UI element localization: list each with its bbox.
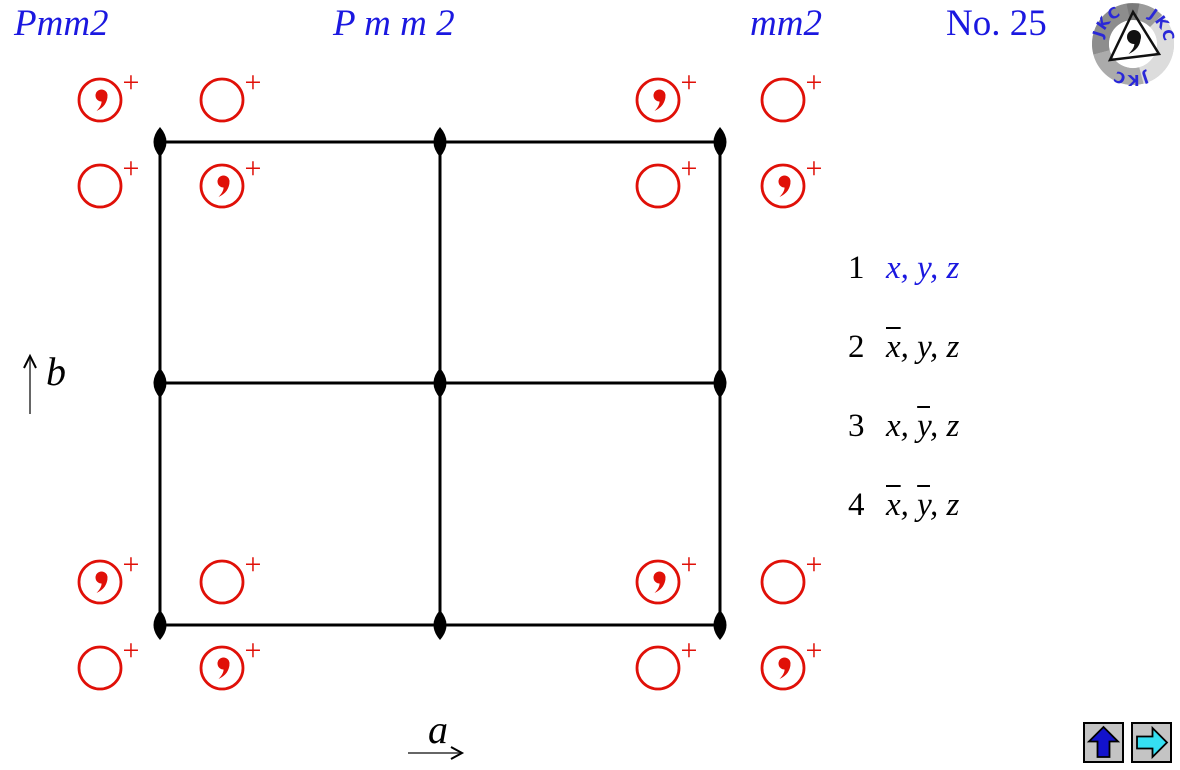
atom-comma-icon: + [635, 548, 698, 605]
position-number: 4 [848, 487, 865, 523]
plus-sign: + [245, 66, 262, 99]
plus-sign: + [806, 152, 823, 185]
plus-sign: + [806, 634, 823, 667]
position-coords: x, y, z [886, 329, 960, 365]
logo-ring-segment [1093, 49, 1144, 85]
general-positions-list: 1 x, y, z 2 x, y, z 3 x, y, z 4 x, y, z [848, 246, 959, 562]
plus-sign: + [681, 152, 698, 185]
atom-open-icon: + [760, 66, 823, 123]
space-group-symbol-spaced: P m m 2 [333, 3, 455, 44]
logo-triangle-icon [1107, 9, 1162, 62]
plus-sign: + [123, 548, 140, 581]
jkc-logo[interactable]: JKC JKC JKC [1088, 1, 1180, 89]
twofold-axis-icon [153, 610, 167, 640]
logo-ring-segment [1092, 3, 1134, 55]
space-group-symbol-condensed: Pmm2 [14, 3, 109, 44]
position-row: 2 x, y, z [848, 325, 959, 369]
atom-comma-icon: + [199, 152, 262, 209]
atom-comma-icon: + [760, 634, 823, 691]
twofold-axis-icon [153, 127, 167, 157]
atom-comma-icon: + [199, 634, 262, 691]
atom-comma-icon: + [760, 152, 823, 209]
twofold-axis-icon [153, 368, 167, 398]
logo-wedge [1126, 3, 1140, 34]
plus-sign: + [123, 66, 140, 99]
space-group-number: No. 25 [946, 3, 1047, 44]
twofold-axis-icon [713, 127, 727, 157]
atoms: + + + + + + + + + + + + + + + + [77, 66, 823, 691]
atom-open-icon: + [77, 152, 140, 209]
twofold-axis-icon [433, 610, 447, 640]
atom-open-icon: + [635, 152, 698, 209]
position-row: 4 x, y, z [848, 483, 959, 527]
twofold-axes [153, 127, 727, 640]
atom-open-icon: + [199, 548, 262, 605]
atom-comma-icon: + [77, 548, 140, 605]
b-axis-arrowhead-icon [23, 353, 37, 369]
plus-sign: + [123, 152, 140, 185]
position-coords: x, y, z [886, 408, 960, 444]
position-row: 1 x, y, z [848, 246, 959, 290]
plus-sign: + [806, 548, 823, 581]
position-number: 1 [848, 250, 865, 286]
position-row: 3 x, y, z [848, 404, 959, 448]
twofold-axis-icon [713, 368, 727, 398]
twofold-axis-icon [433, 368, 447, 398]
plus-sign: + [245, 152, 262, 185]
plus-sign: + [806, 66, 823, 99]
up-button[interactable] [1083, 722, 1124, 763]
position-number: 3 [848, 408, 865, 444]
logo-comma-icon [1127, 30, 1141, 54]
a-axis-arrowhead-icon [450, 746, 465, 760]
position-coords: x, y, z [886, 250, 960, 286]
b-axis-label: b [46, 349, 66, 394]
atom-comma-icon: + [635, 66, 698, 123]
next-button[interactable] [1131, 722, 1172, 763]
plus-sign: + [245, 548, 262, 581]
a-axis-label: a [428, 707, 448, 752]
next-arrow-icon [1136, 725, 1169, 760]
plus-sign: + [123, 634, 140, 667]
logo-ring-segment [1138, 14, 1174, 84]
plus-sign: + [681, 548, 698, 581]
axis-arrows [23, 353, 465, 760]
up-arrow-icon [1086, 725, 1121, 758]
atom-open-icon: + [199, 66, 262, 123]
atom-open-icon: + [635, 634, 698, 691]
atom-open-icon: + [77, 634, 140, 691]
plus-sign: + [245, 634, 262, 667]
position-coords: x, y, z [886, 487, 960, 523]
twofold-axis-icon [433, 127, 447, 157]
plus-sign: + [681, 66, 698, 99]
plus-sign: + [681, 634, 698, 667]
atom-comma-icon: + [77, 66, 140, 123]
atom-open-icon: + [760, 548, 823, 605]
position-number: 2 [848, 329, 865, 365]
twofold-axis-icon [713, 610, 727, 640]
point-group-symbol: mm2 [750, 3, 822, 44]
